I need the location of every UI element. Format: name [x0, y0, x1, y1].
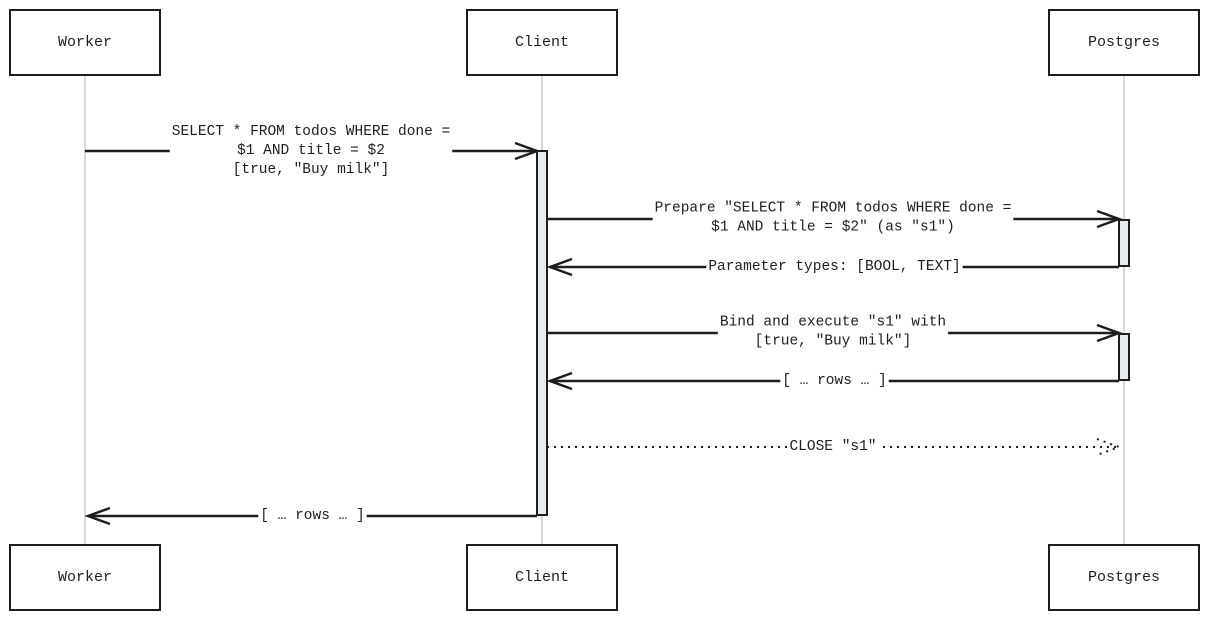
- message-label: Prepare "SELECT * FROM todos WHERE done …: [655, 201, 1012, 217]
- arrowhead-icon: [84, 506, 111, 526]
- participant-client-top: Client: [466, 9, 618, 76]
- participant-worker-top: Worker: [9, 9, 161, 76]
- postgres-activation-prepare: [1118, 219, 1130, 267]
- message-label: $1 AND title = $2: [237, 143, 385, 159]
- message-label: [ … rows … ]: [782, 373, 886, 389]
- postgres-activation-execute: [1118, 333, 1130, 381]
- message-client-to-postgres: Bind and execute "s1" with [true, "Buy mi…: [547, 314, 1123, 350]
- messages: SELECT * FROM todos WHERE done = $1 AND t…: [84, 124, 1123, 526]
- arrowhead-icon: [546, 371, 573, 391]
- arrowhead-icon: [514, 141, 541, 161]
- participant-postgres-top: Postgres: [1048, 9, 1200, 76]
- message-label: $1 AND title = $2" (as "s1"): [711, 220, 955, 236]
- participant-worker-bottom: Worker: [9, 544, 161, 611]
- message-client-to-worker: [ … rows … ]: [84, 506, 537, 526]
- client-activation: [536, 150, 548, 516]
- message-label: [true, "Buy milk"]: [233, 162, 390, 178]
- participant-postgres-bottom: Postgres: [1048, 544, 1200, 611]
- participant-label: Worker: [58, 569, 112, 586]
- message-label: SELECT * FROM todos WHERE done =: [172, 124, 450, 140]
- participant-label: Postgres: [1088, 34, 1160, 51]
- message-label: Bind and execute "s1" with: [720, 315, 946, 331]
- participant-label: Client: [515, 34, 569, 51]
- arrowhead-icon: [1096, 323, 1123, 343]
- message-postgres-to-client: Parameter types: [BOOL, TEXT]: [546, 257, 1119, 277]
- participant-label: Postgres: [1088, 569, 1160, 586]
- message-client-to-postgres: Prepare "SELECT * FROM todos WHERE done …: [547, 200, 1123, 236]
- participant-label: Worker: [58, 34, 112, 51]
- participant-client-bottom: Client: [466, 544, 618, 611]
- message-label: [true, "Buy milk"]: [755, 334, 912, 350]
- message-label: Parameter types: [BOOL, TEXT]: [708, 259, 960, 275]
- message-postgres-to-client: [ … rows … ]: [546, 371, 1119, 391]
- message-client-to-postgres: CLOSE "s1": [547, 438, 1122, 456]
- arrowhead-icon: [1096, 438, 1122, 456]
- message-label: [ … rows … ]: [260, 508, 364, 524]
- message-label: CLOSE "s1": [789, 439, 876, 455]
- message-worker-to-client: SELECT * FROM todos WHERE done = $1 AND t…: [85, 124, 541, 178]
- participant-label: Client: [515, 569, 569, 586]
- arrowhead-icon: [546, 257, 573, 277]
- arrowhead-icon: [1096, 209, 1123, 229]
